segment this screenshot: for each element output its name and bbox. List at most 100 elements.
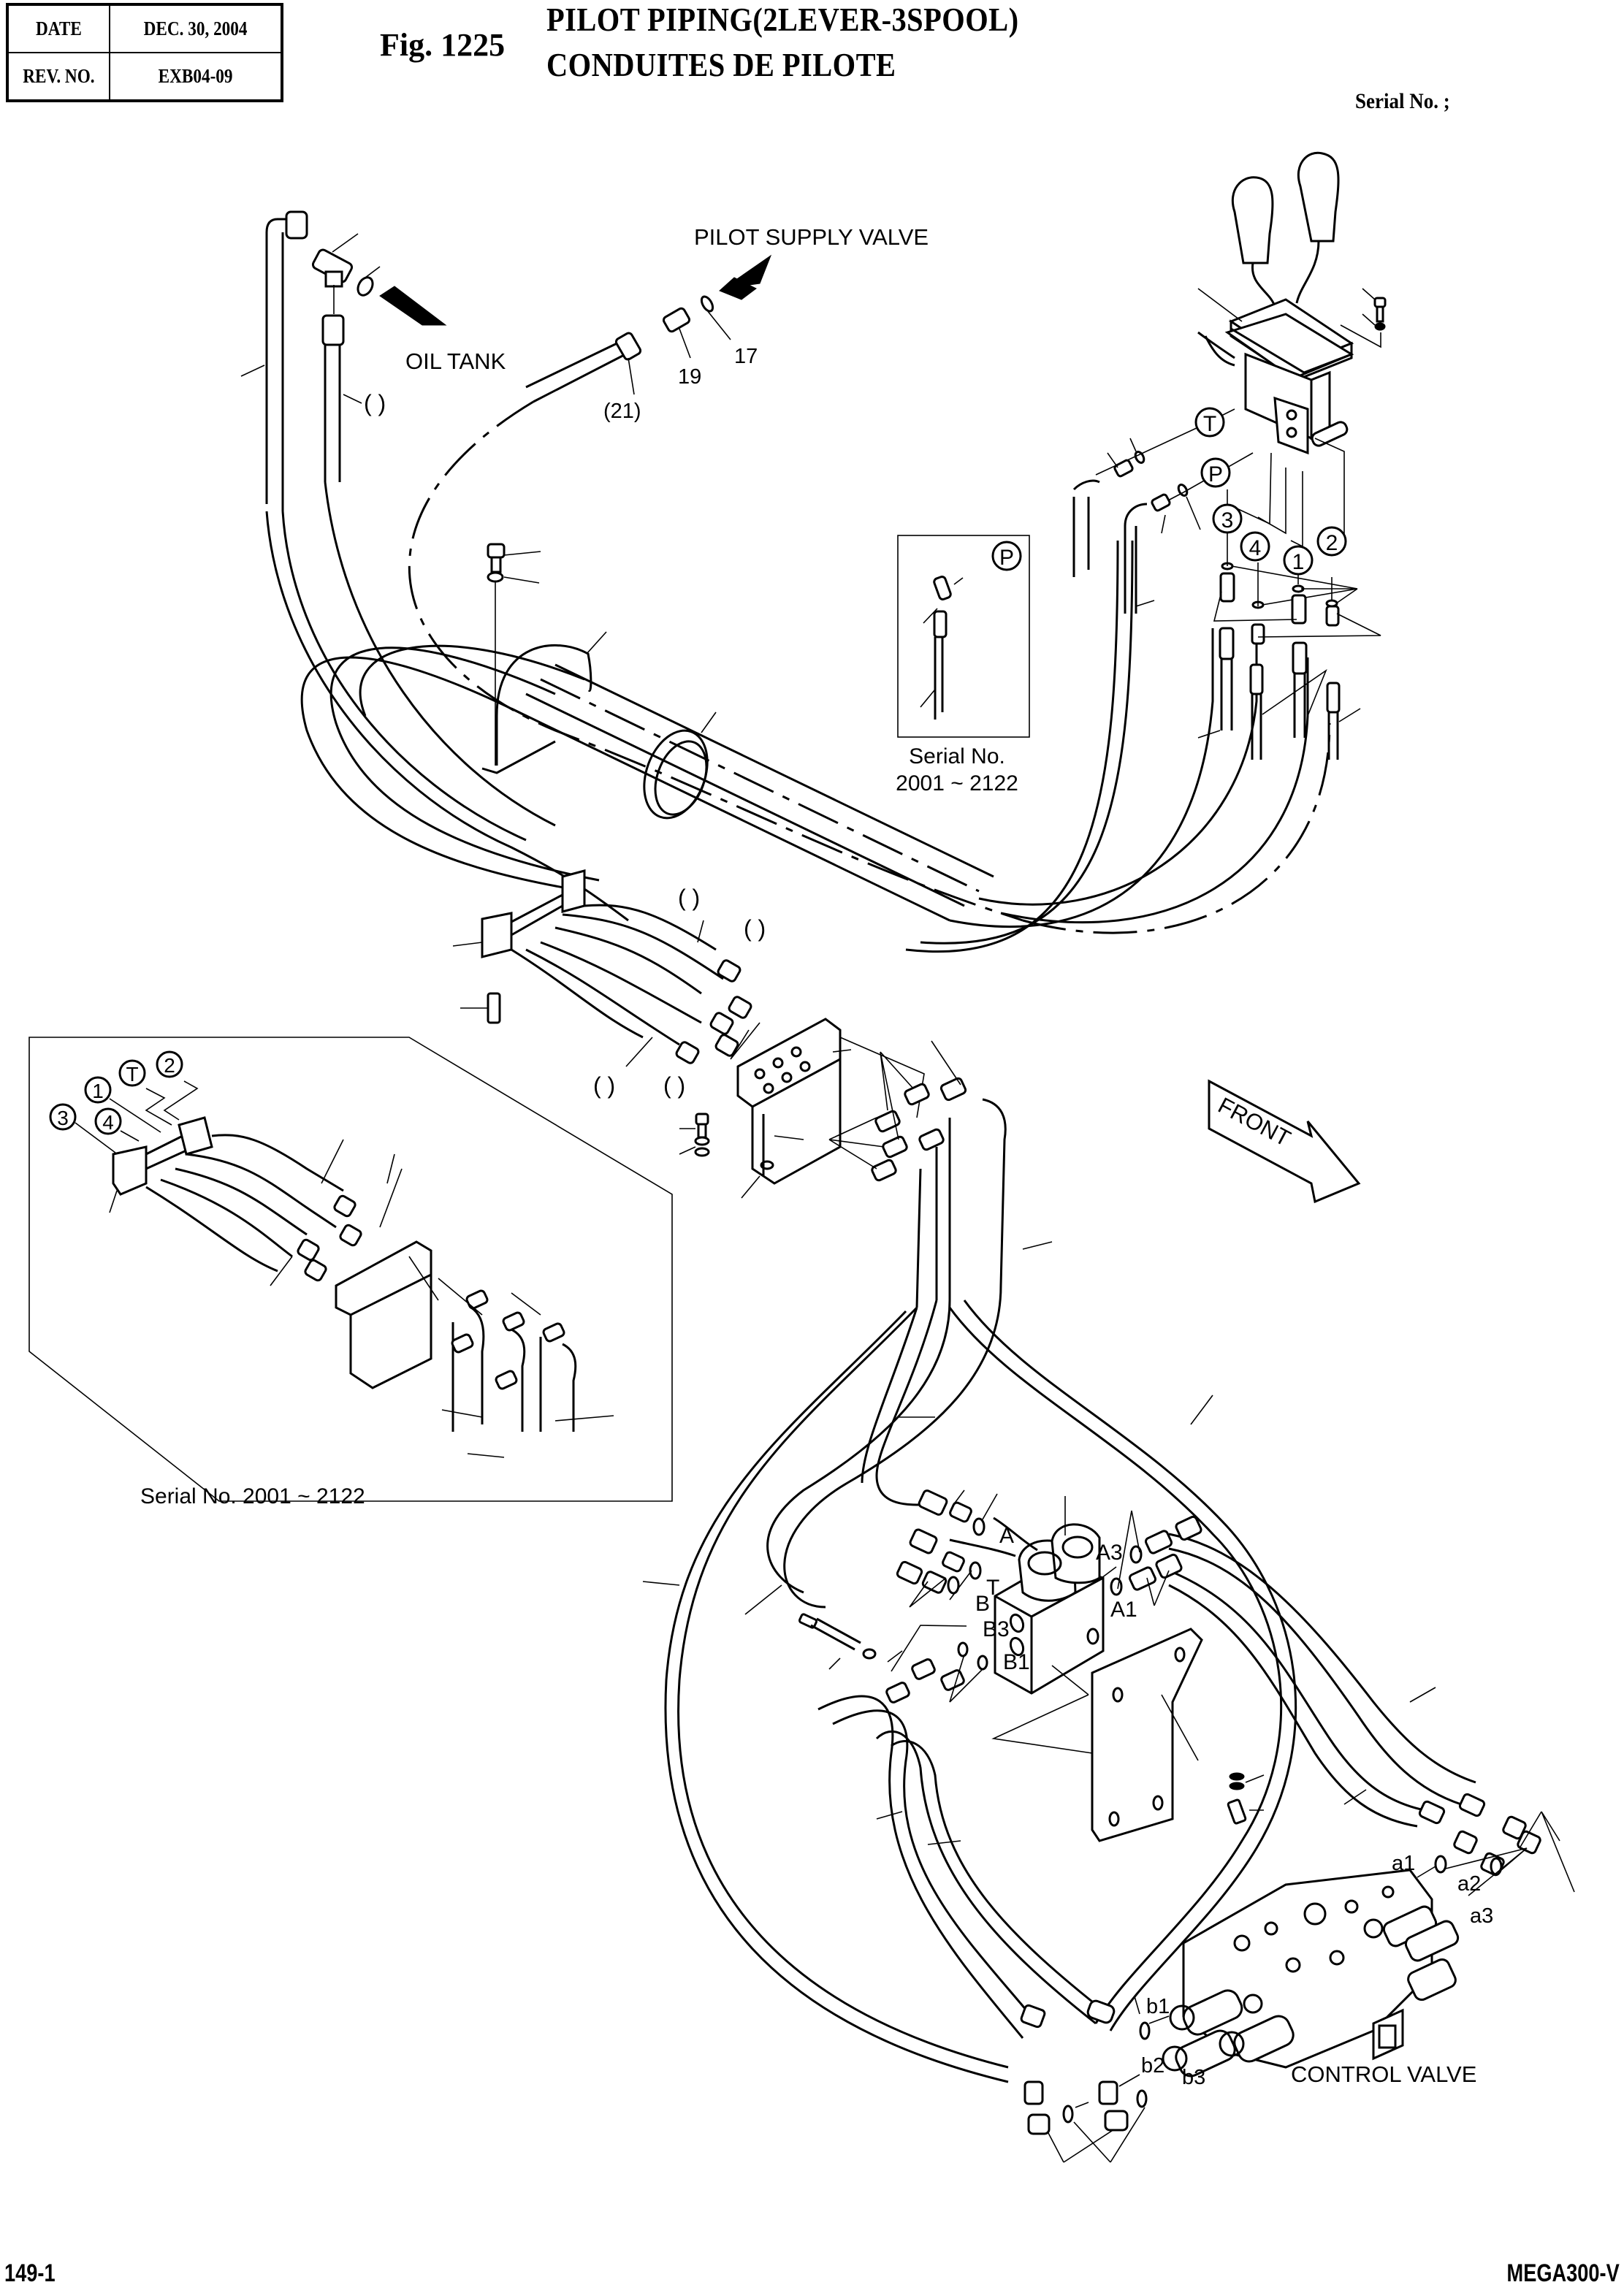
port-label-b2: b2 — [1141, 2054, 1164, 2078]
port-label-a2: a2 — [1457, 1872, 1481, 1896]
clamp-pin — [487, 992, 501, 1024]
center-hose-clamp-block — [452, 869, 586, 1024]
part-17-label: 17 — [734, 345, 758, 368]
serial-number-label: Serial No. ; — [1355, 89, 1450, 113]
p-o-ring — [1177, 484, 1189, 497]
elbow-hose-end — [265, 218, 286, 233]
port-label-b: B — [975, 1592, 990, 1616]
port-circle-3: 3 — [1212, 503, 1243, 534]
distribution-bracket-plate — [679, 1018, 925, 1199]
plate-bolt — [1227, 1798, 1247, 1825]
o-ring-port-b — [947, 1576, 960, 1595]
right-hose-end — [1098, 2080, 1118, 2105]
svg-text:2: 2 — [164, 1054, 175, 1077]
inset-p-serial-line1: Serial No. — [909, 744, 1005, 768]
hose-end-21 — [614, 332, 642, 361]
date-value: DEC. 30, 2004 — [121, 4, 271, 53]
p-adapter — [1151, 493, 1171, 512]
inset-p-frame — [897, 535, 1030, 738]
inset-clamp-rear — [178, 1116, 213, 1156]
bracket-hose-end-4 — [714, 1034, 739, 1057]
tee-branch — [324, 270, 343, 288]
t-o-ring — [1134, 451, 1145, 464]
valve-mounting-plate — [991, 1628, 1265, 1842]
inset-hose-end-2 — [339, 1224, 362, 1247]
oil-tank-return-assembly — [240, 210, 447, 511]
svg-text:T: T — [126, 1063, 138, 1086]
o-ring-b1 — [1139, 2021, 1151, 2040]
adapter-port-4 — [1251, 623, 1265, 645]
numbered-port-adapters — [1197, 438, 1381, 760]
o-ring-port-b3 — [957, 1641, 969, 1657]
pilot-supply-assembly — [525, 254, 772, 403]
hose-nut — [285, 210, 308, 240]
inset-manifold-frame — [28, 1037, 673, 1502]
lower-hose-routing — [642, 1241, 1476, 2083]
part-19-label: 19 — [678, 365, 701, 389]
bracket-outlet-fittings — [828, 1040, 1007, 1308]
inset-p-circle — [991, 541, 1022, 571]
spool-bolt — [1243, 1994, 1263, 2014]
inset-p-serial-line2: 2001 ~ 2122 — [896, 771, 1018, 796]
port-label-b1: B1 — [1003, 1650, 1030, 1674]
right-lever-knob — [1297, 151, 1340, 243]
inset-circle-2: 2 — [156, 1050, 199, 1121]
inset-circle-4: 4 — [94, 1107, 140, 1142]
svg-text:P: P — [999, 546, 1014, 570]
date-label: DATE — [13, 4, 104, 53]
port-label-a3: a3 — [1470, 1904, 1493, 1928]
port-label-t: T — [986, 1576, 999, 1600]
left-lever-knob — [1231, 176, 1274, 264]
adapter-19 — [662, 307, 691, 333]
port-circle-t: T — [1194, 407, 1225, 438]
svg-text:4: 4 — [1249, 536, 1262, 560]
port-plate — [1273, 396, 1309, 455]
b1-hose-end — [1020, 2004, 1046, 2029]
port-circle-4: 4 — [1240, 531, 1270, 562]
block-bolt-washer — [862, 1648, 877, 1660]
oil-tank-label: OIL TANK — [405, 348, 506, 374]
control-valve-assembly — [1020, 1793, 1575, 2163]
bracket-hose-end-2 — [728, 996, 752, 1019]
port-label-a1: A1 — [1110, 1598, 1137, 1622]
port-boss — [1311, 421, 1349, 447]
spool-cap-b1 — [1182, 1989, 1243, 2036]
bracket-hose-end-3 — [709, 1012, 734, 1035]
svg-text:4: 4 — [102, 1111, 114, 1134]
inset-circle-1: 1 — [84, 1076, 161, 1133]
part-21-label: (21) — [603, 400, 641, 423]
port-circle-2: 2 — [1316, 526, 1347, 557]
hose-end-3 — [1219, 627, 1235, 660]
svg-text:1: 1 — [1292, 550, 1305, 574]
inset-hose-end-1 — [333, 1194, 357, 1218]
model-name: MEGA300-V — [1506, 2259, 1620, 2287]
o-ring-port-t — [969, 1561, 982, 1580]
main-hose-bundle — [265, 400, 1331, 953]
oil-tank-arrow — [379, 286, 447, 326]
bracket-hose-end-1 — [717, 959, 742, 983]
o-ring-port-a1 — [1110, 1577, 1123, 1596]
bracket-plate-top — [736, 1018, 842, 1108]
rev-value: EXB04-09 — [121, 52, 271, 102]
o-ring-tank — [357, 276, 374, 297]
hose-end-4 — [1249, 663, 1264, 695]
port-label-a3: A3 — [1096, 1541, 1123, 1565]
svg-text:2: 2 — [1326, 531, 1338, 555]
pilot-supply-valve-label: PILOT SUPPLY VALVE — [694, 224, 929, 250]
spool-cap-a3 — [1407, 1958, 1457, 2002]
solenoid-valve-block — [798, 1489, 1202, 1703]
svg-text:T: T — [1203, 412, 1216, 436]
inset-hose-end-4 — [304, 1259, 327, 1282]
front-direction-arrow: FRONT — [1208, 1079, 1361, 1204]
title-english: PILOT PIPING(2LEVER-3SPOOL) — [546, 1, 1019, 38]
clamp-block-front — [481, 912, 513, 958]
rev-label: REV. NO. — [13, 52, 104, 102]
port-label-b1: b1 — [1146, 1995, 1170, 2018]
inset-p-port-variant: P — [897, 535, 1030, 738]
remote-control-valve-assembly — [1197, 151, 1387, 455]
revision-table: DATE DEC. 30, 2004 REV. NO. EXB04-09 — [6, 3, 283, 102]
port-label-a: A — [999, 1524, 1014, 1548]
blank-ref-hose-lower-right: ( ) — [663, 1072, 685, 1099]
t-adapter — [1113, 459, 1134, 478]
control-valve-label: CONTROL VALVE — [1291, 2061, 1476, 2087]
